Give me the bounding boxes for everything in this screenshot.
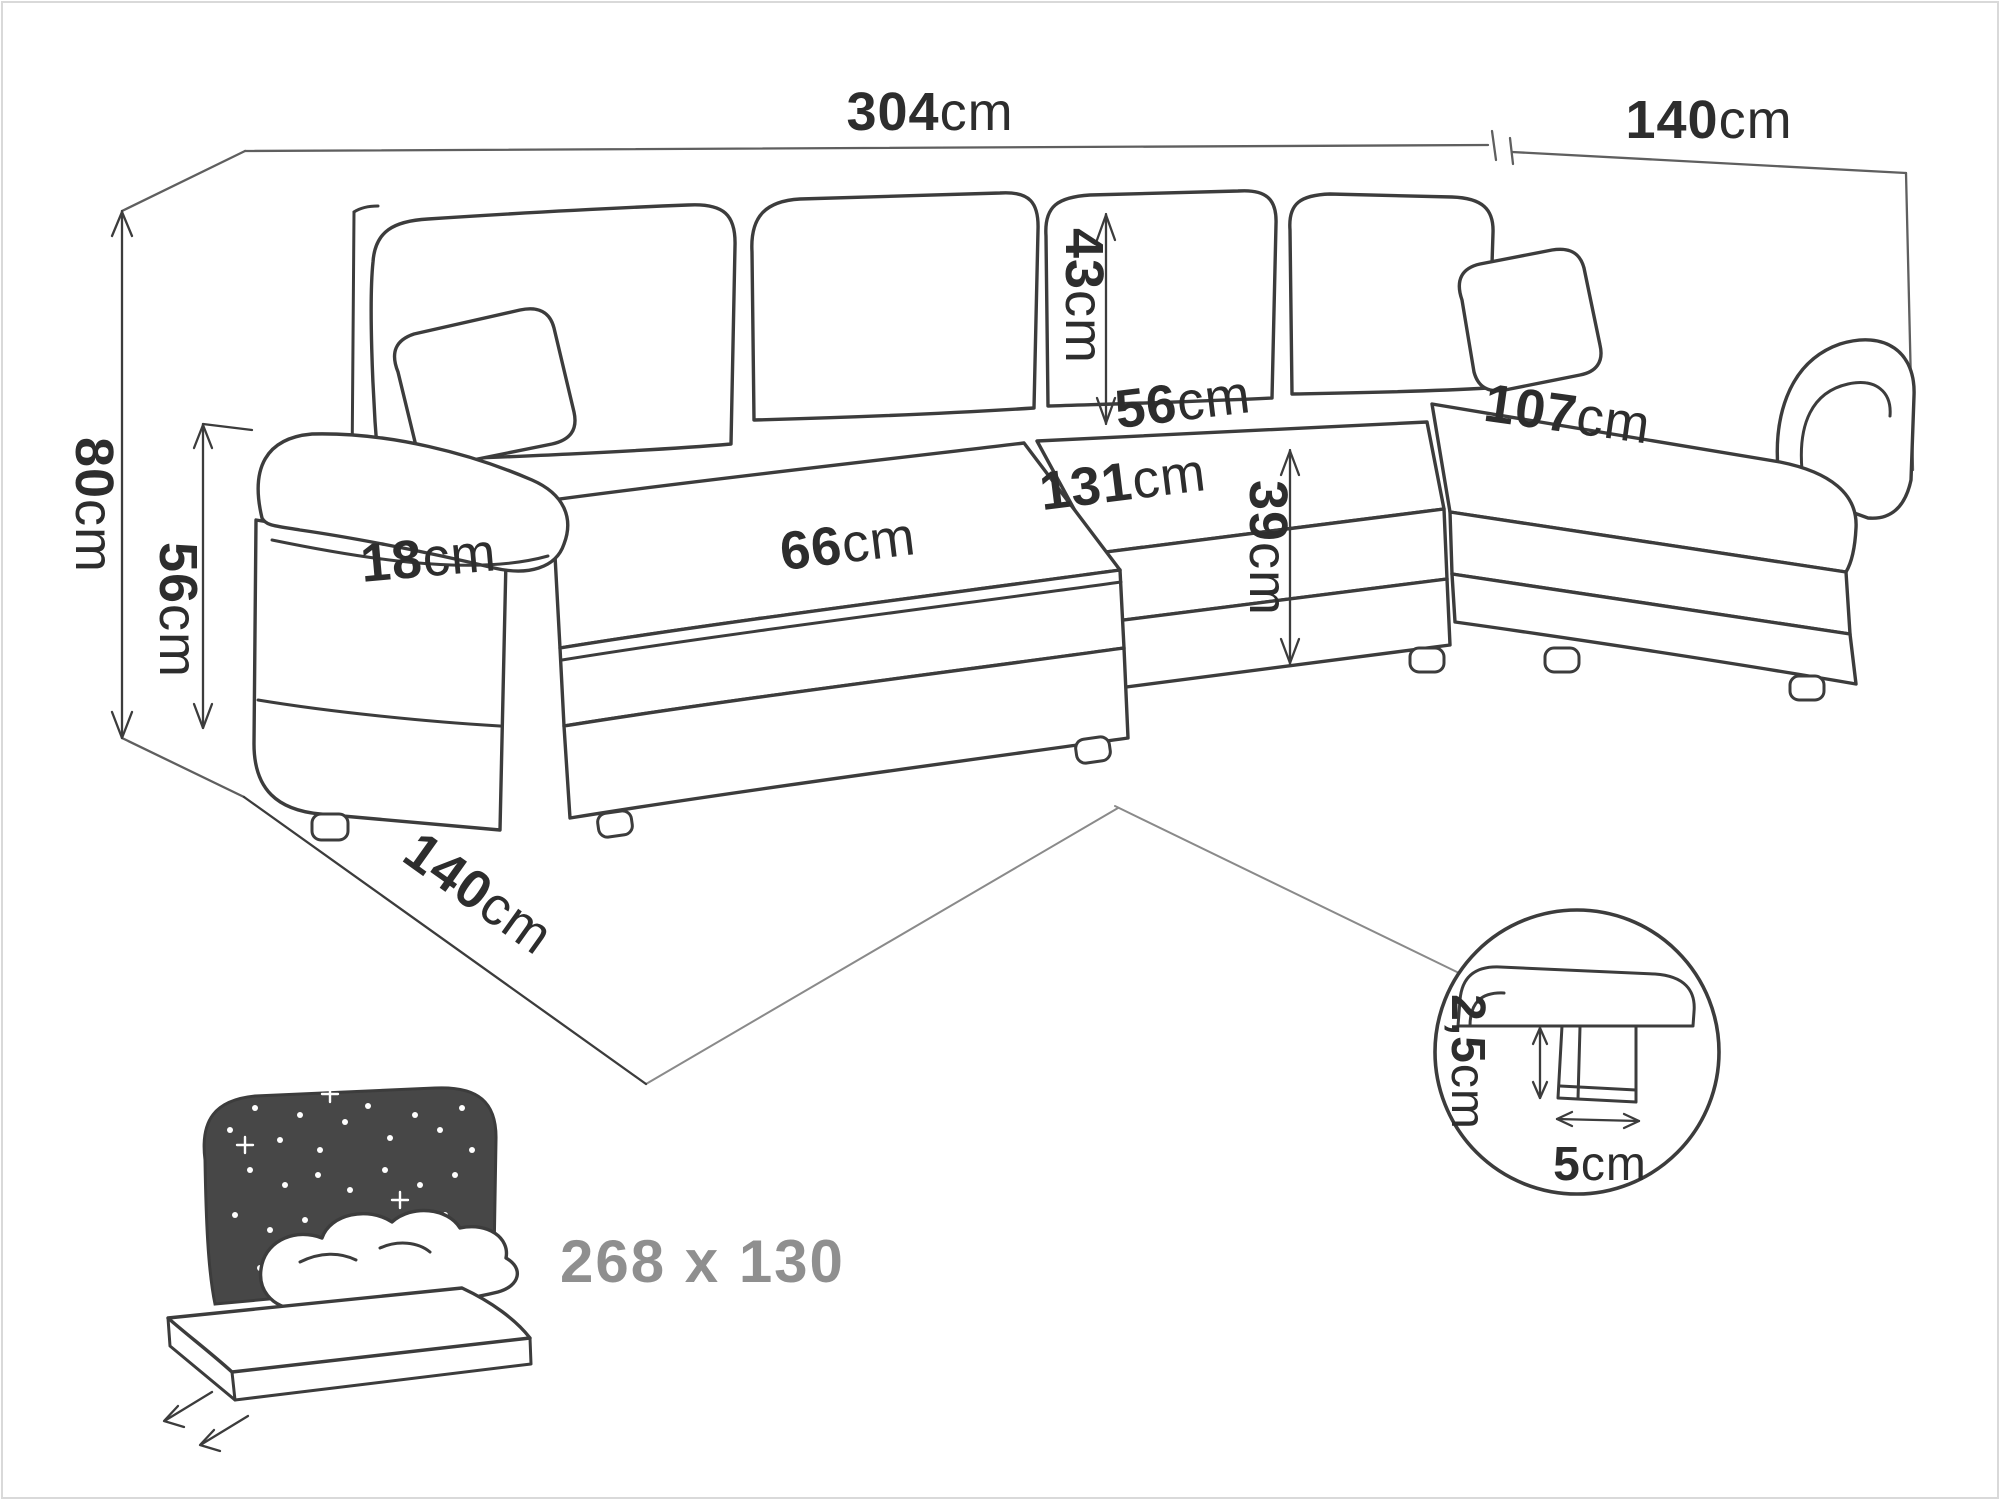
sofa-foot [1074,735,1112,765]
sofa-foot [1543,646,1581,674]
sofa-foot [596,809,634,839]
label-back-cushion-height: 43cm [1054,228,1114,364]
label-seat-height: 39cm [1238,480,1298,616]
label-total-width: 304cm [846,82,1013,142]
label-leg-width: 5cm [1553,1138,1647,1191]
label-backrest-height: 56cm [148,542,208,678]
left-chaise [550,441,1130,839]
sofa-leg [1556,1024,1638,1104]
label-right-chaise-seat-length: 107cm [1481,373,1655,456]
label-left-side-depth: 140cm [393,820,564,966]
sofa-illustration [252,189,1916,842]
label-leg-height: 2,5cm [1441,994,1494,1130]
sofa-foot [1408,646,1446,674]
dimension-labels: 304cm 140cm 80cm 56cm 18cm 66cm 131cm 43… [64,82,1792,1295]
middle-seat [1035,420,1452,692]
leg-detail-magnifier-icon [1433,908,1721,1196]
left-armrest [252,432,570,842]
sofa-foot [1788,674,1826,702]
unfold-arrows [162,1390,250,1453]
sofa-foot [310,812,350,842]
label-middle-seat-width: 131cm [1036,442,1209,522]
sleeping-function-icon [162,1084,533,1453]
deco-pillow-right [1457,247,1603,393]
backrest-frame [350,204,380,474]
right-chaise [1430,402,1858,702]
back-cushion-3 [1044,189,1278,408]
label-sleeping-area-size: 268 x 130 [560,1228,845,1295]
back-cushion-4 [1288,192,1495,396]
label-seat-depth: 56cm [1112,364,1254,440]
decorative-pillows [392,247,1603,468]
bounding-box-wireframe [120,129,1915,1085]
label-total-height: 80cm [64,437,124,573]
label-right-side-depth: 140cm [1625,90,1792,150]
back-cushion-2 [750,191,1040,422]
dimension-lines [110,209,1301,1086]
deco-pillow-left [392,307,577,468]
leg-callout-pointer-line [1114,805,1460,974]
label-left-chaise-seat-width: 66cm [777,506,919,582]
label-armrest-width: 18cm [358,522,499,594]
